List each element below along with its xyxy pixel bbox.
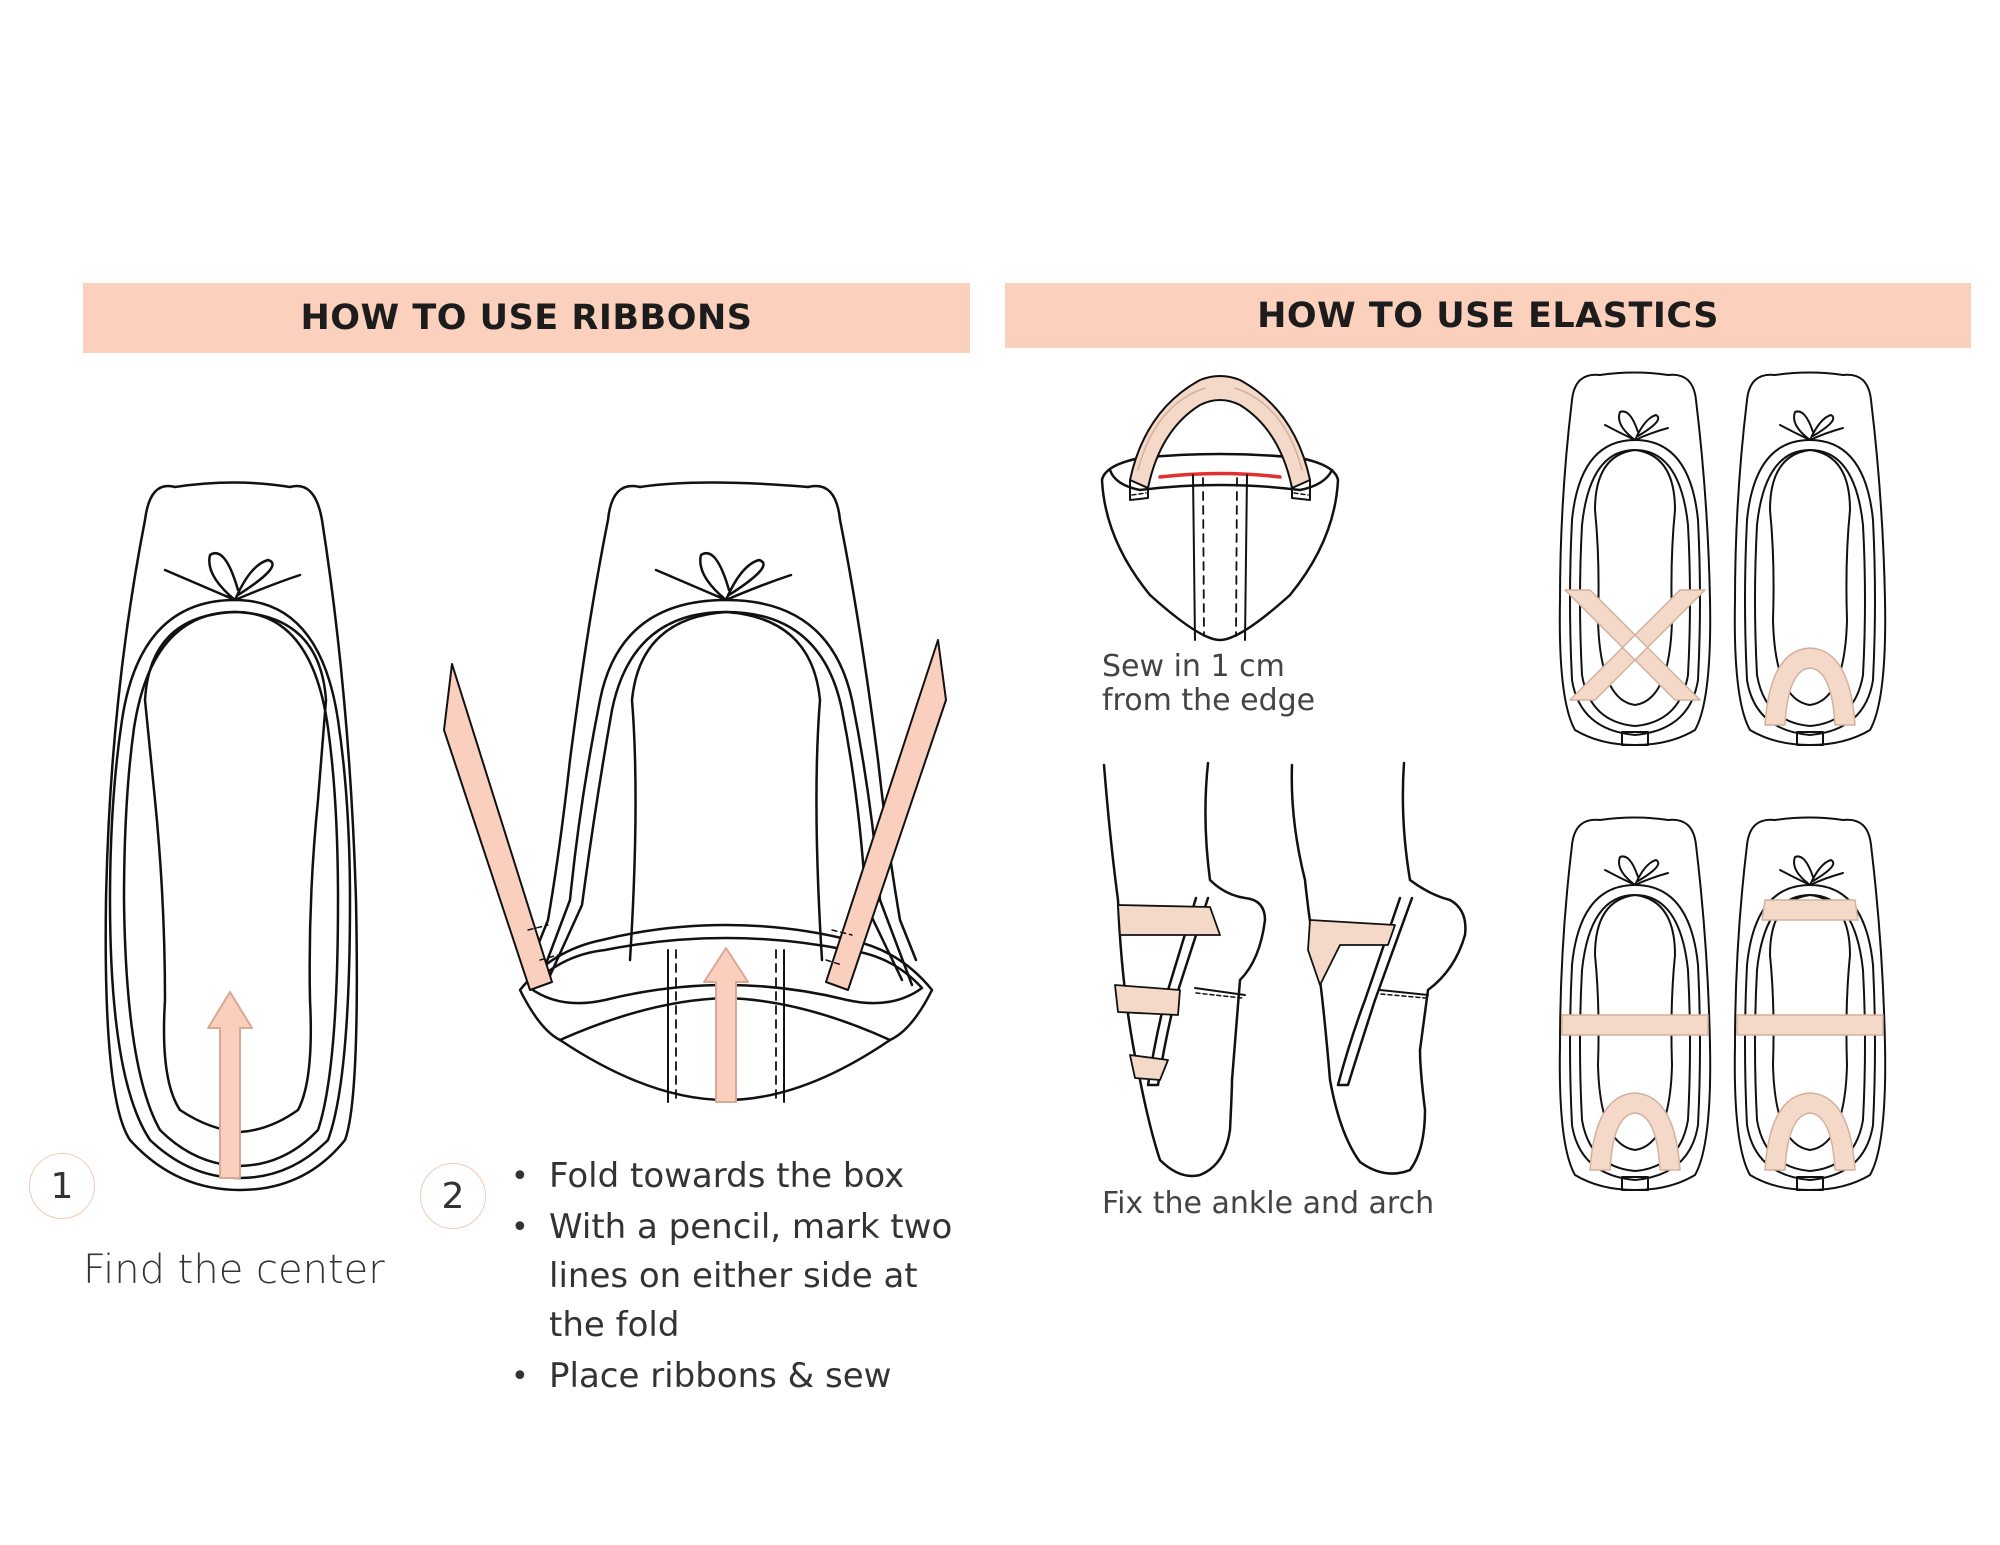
shoe-heel-icon: [1100, 375, 1340, 642]
elastics-title-text: HOW TO USE ELASTICS: [1257, 295, 1719, 336]
step-1-caption: Find the center: [83, 1247, 385, 1293]
step-2-number: 2: [441, 1175, 465, 1217]
ribbons-title-text: HOW TO USE RIBBONS: [300, 298, 753, 338]
step-2-instructions: Fold towards the box With a pencil, mark…: [505, 1152, 975, 1403]
instruction-item: Place ribbons & sew: [505, 1352, 975, 1401]
sew-caption: Sew in 1 cm from the edge: [1102, 650, 1362, 718]
section-title-elastics: HOW TO USE ELASTICS: [1005, 283, 1971, 348]
fix-caption: Fix the ankle and arch: [1102, 1186, 1435, 1221]
instruction-item: Fold towards the box: [505, 1152, 975, 1201]
sew-caption-line-1: Sew in 1 cm: [1102, 649, 1285, 684]
arrow-up-icon: [207, 991, 253, 1179]
arrow-up-icon: [703, 947, 749, 1103]
sew-caption-line-2: from the edge: [1102, 683, 1316, 718]
step-1-number: 1: [50, 1165, 74, 1207]
ribbon-strip-icon: [443, 639, 947, 991]
foot-en-pointe-icon: [1102, 761, 1467, 1178]
step-1-badge: 1: [29, 1153, 95, 1219]
step-2-badge: 2: [420, 1163, 486, 1229]
ballet-shoe-icon: [1558, 371, 1887, 1191]
instruction-item: With a pencil, mark two lines on either …: [505, 1203, 975, 1350]
section-title-ribbons: HOW TO USE RIBBONS: [83, 283, 970, 353]
